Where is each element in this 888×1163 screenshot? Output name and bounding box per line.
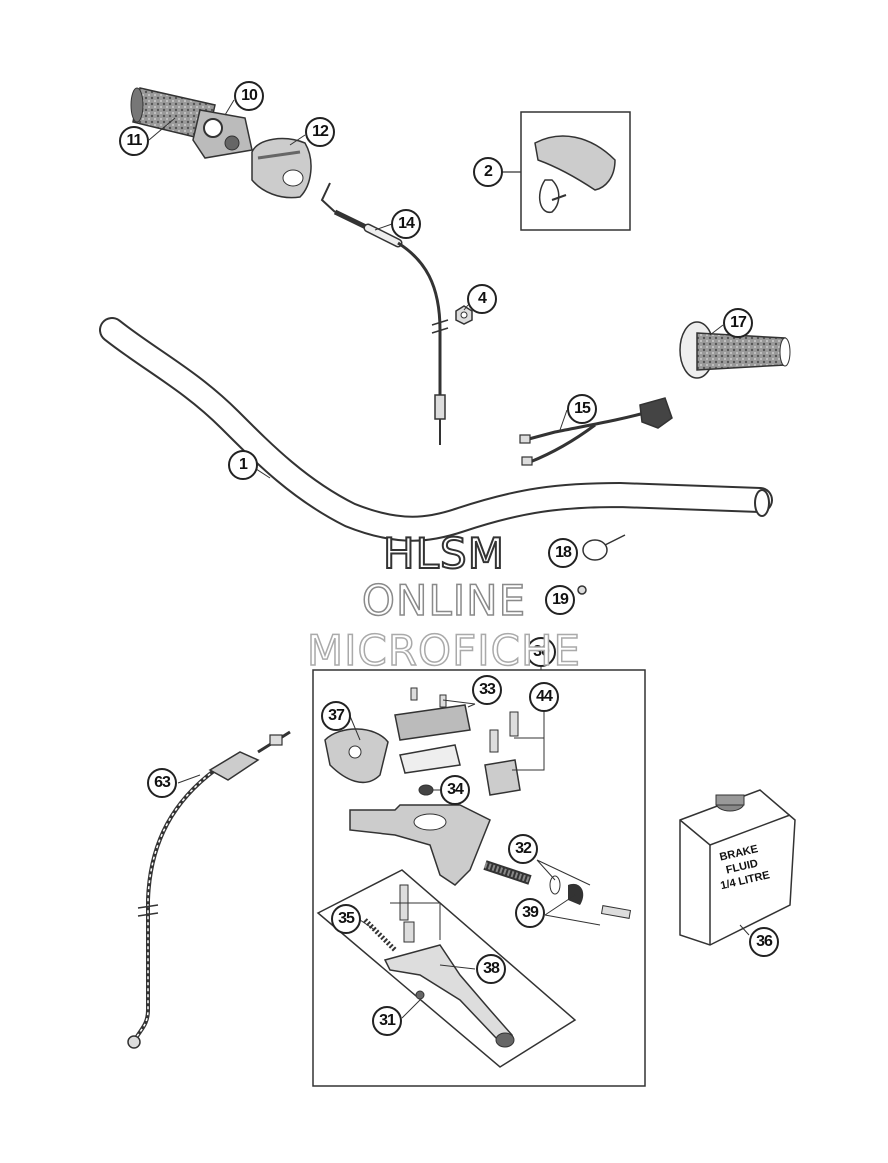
callout-37: 37	[321, 701, 351, 731]
callout-39: 39	[515, 898, 545, 928]
callout-15: 15	[567, 394, 597, 424]
callout-19: 19	[545, 585, 575, 615]
callout-30: 30	[526, 637, 556, 667]
callout-4: 4	[467, 284, 497, 314]
callout-44: 44	[529, 682, 559, 712]
callout-32: 32	[508, 834, 538, 864]
callout-2: 2	[473, 157, 503, 187]
callout-38: 38	[476, 954, 506, 984]
watermark-line1: HLSM	[382, 529, 505, 578]
throttle-cable	[320, 182, 449, 445]
handguard-kit	[500, 111, 631, 231]
callout-17: 17	[723, 308, 753, 338]
callout-12: 12	[305, 117, 335, 147]
callout-11: 11	[119, 126, 149, 156]
throttle-cover	[251, 137, 312, 199]
nut	[455, 305, 473, 325]
clutch-hose	[127, 730, 291, 1049]
left-grip	[679, 321, 791, 379]
callout-18: 18	[548, 538, 578, 568]
master-cylinder-kit	[312, 667, 646, 1087]
callout-36: 36	[749, 927, 779, 957]
callout-31: 31	[372, 1006, 402, 1036]
handlebar	[99, 317, 773, 542]
watermark-line2: ONLINE	[361, 576, 527, 625]
callout-33: 33	[472, 675, 502, 705]
kill-switch	[519, 397, 673, 466]
small-nut	[577, 585, 587, 595]
cable-tie	[582, 534, 626, 561]
callout-1: 1	[228, 450, 258, 480]
callout-34: 34	[440, 775, 470, 805]
watermark-line3: MICROFICHE	[306, 626, 582, 675]
throttle-grip	[130, 87, 216, 141]
callout-63: 63	[147, 768, 177, 798]
leader-lines	[148, 99, 750, 936]
throttle-housing	[192, 109, 253, 159]
callout-35: 35	[331, 904, 361, 934]
callout-14: 14	[391, 209, 421, 239]
callout-10: 10	[234, 81, 264, 111]
brake-fluid-can	[679, 789, 796, 946]
